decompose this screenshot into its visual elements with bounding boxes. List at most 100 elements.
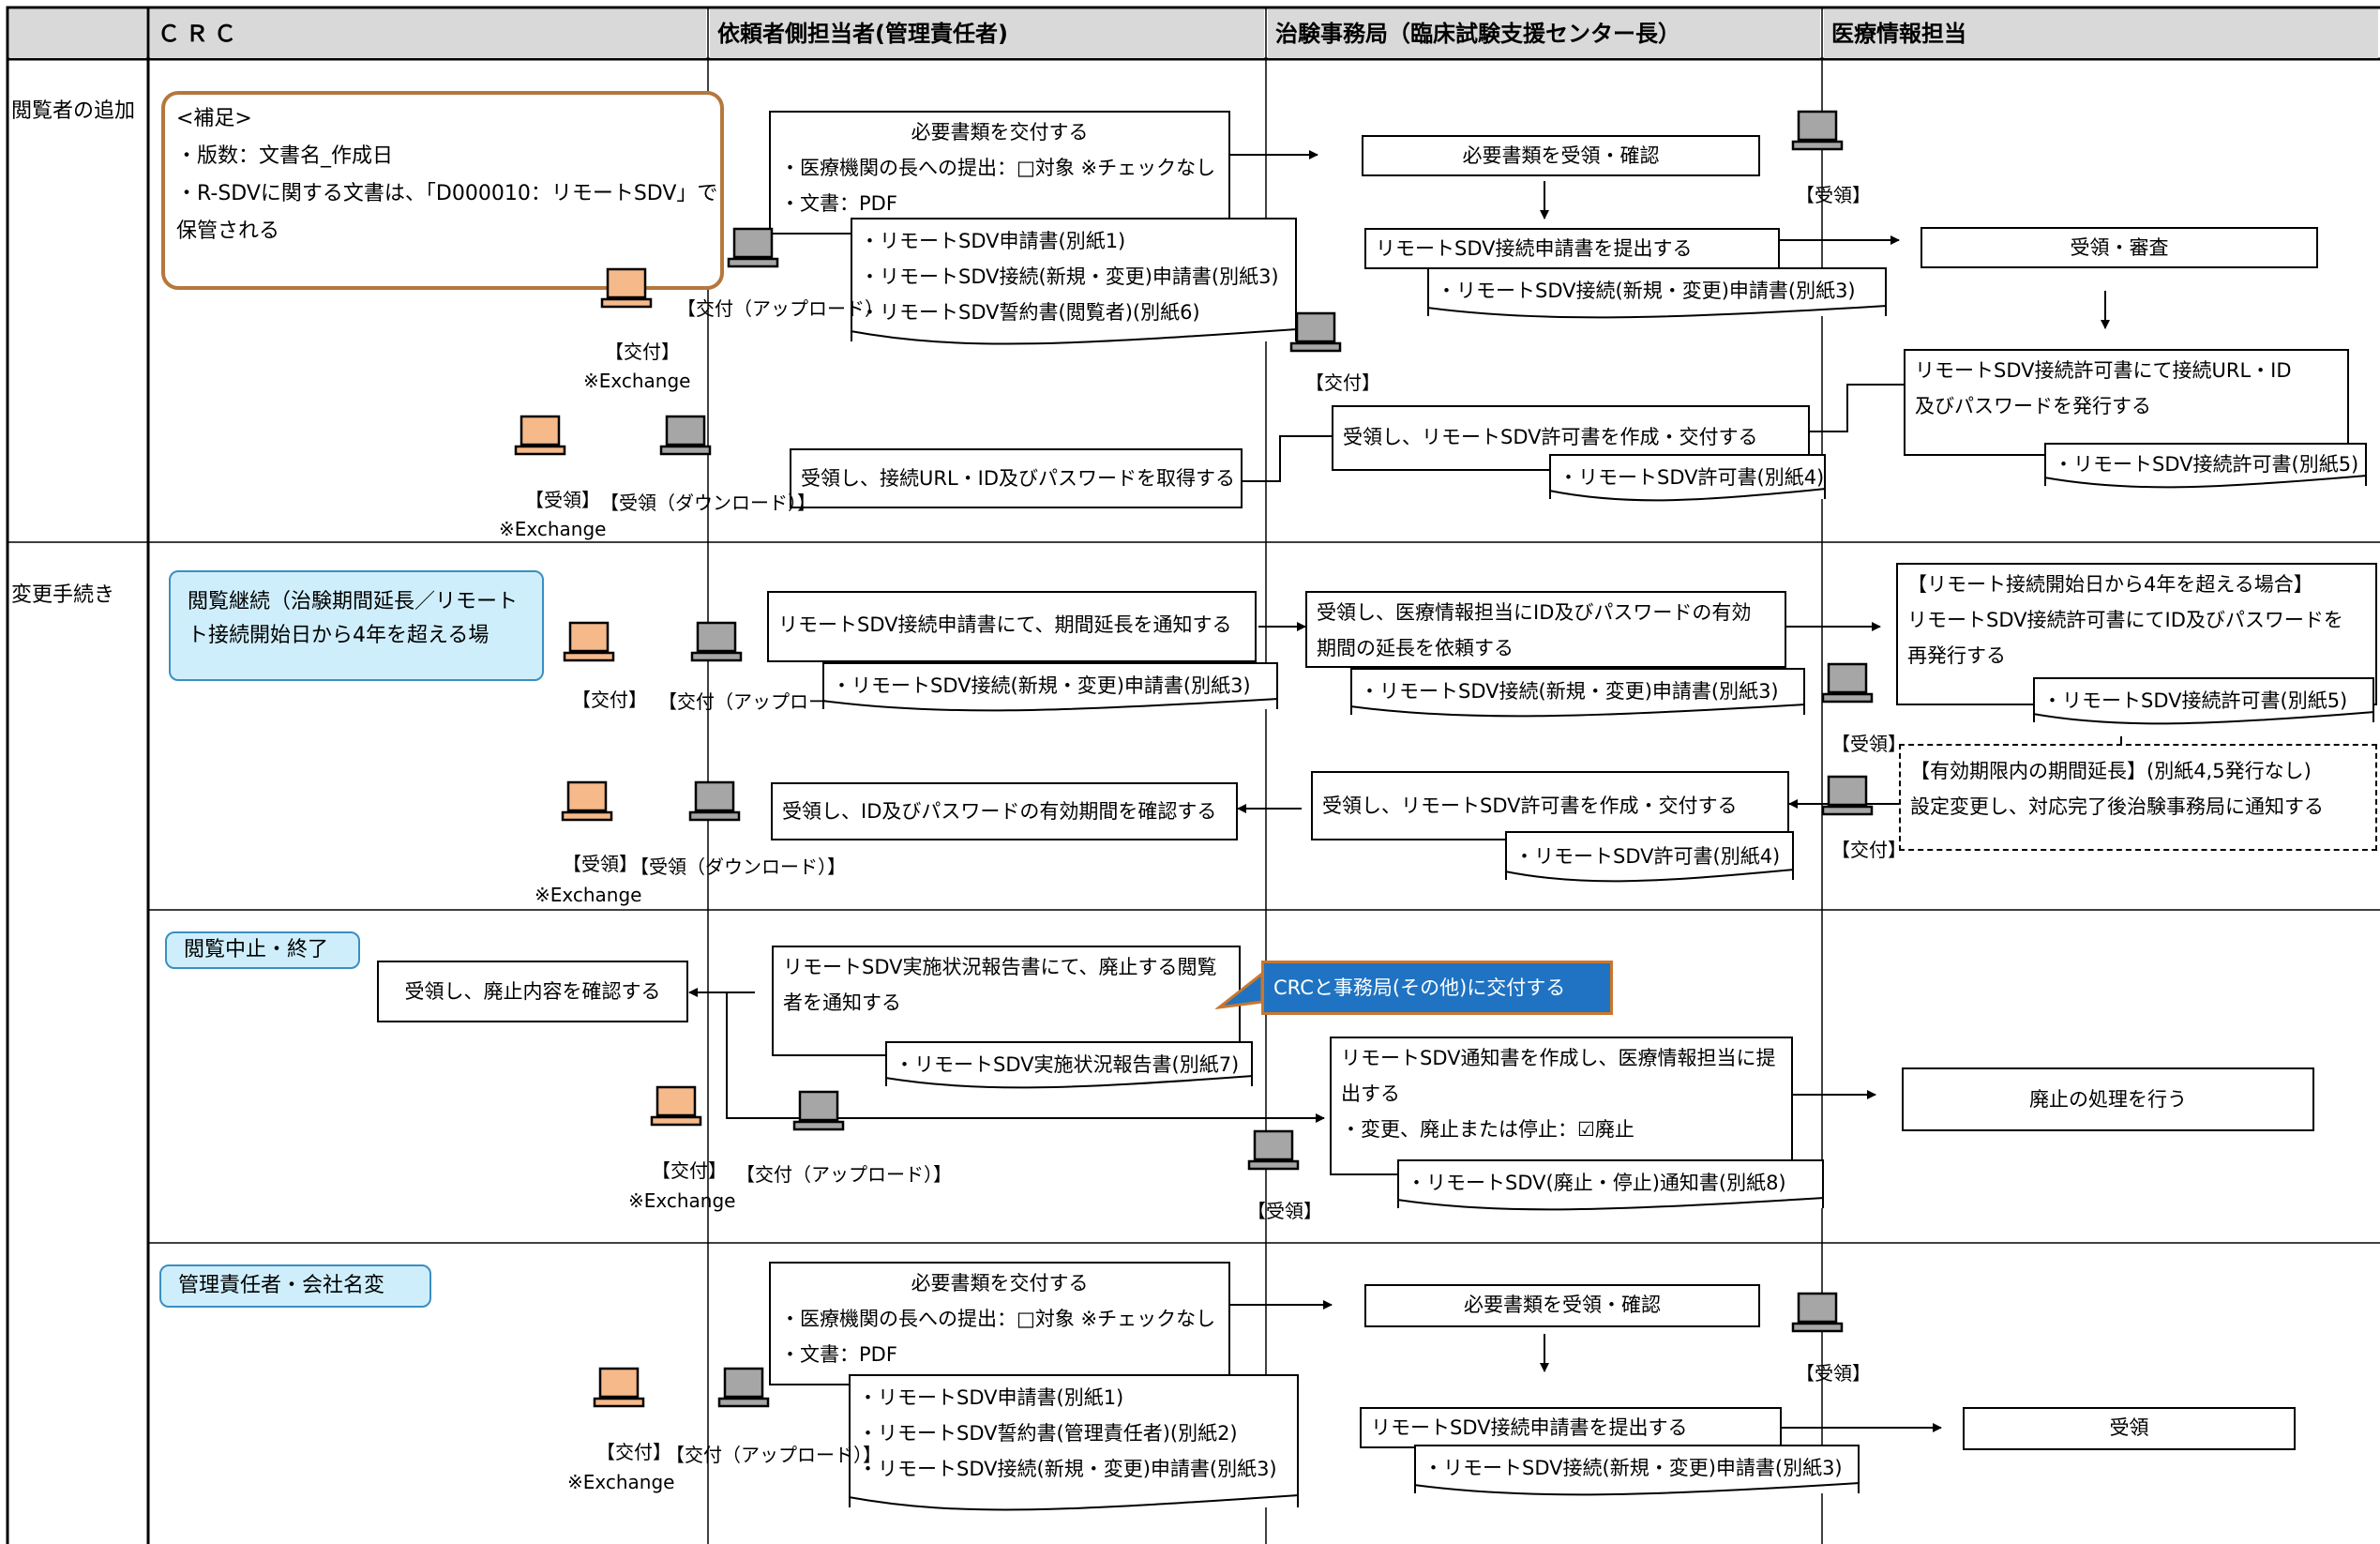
label-receive-medinfo: 【受領】 [1831, 733, 1906, 755]
doc-item: ・リモートSDV接続(新規・変更)申請書(別紙3) [1360, 680, 1779, 703]
header-blank [9, 9, 146, 58]
header-office: 治験事務局（臨床試験支援センター長） [1268, 9, 1820, 58]
submit-docs-line-3: ・文書：PDF [780, 1343, 897, 1366]
request-extension-box: 受領し、医療情報担当にID及びパスワードの有効 期間の延長を依頼する [1305, 591, 1786, 668]
doc-item: ・リモートSDV接続(新規・変更)申請書(別紙3) [1423, 1457, 1843, 1479]
laptop-gray-icon [1791, 110, 1844, 151]
pill-line-1: 閲覧継続（治験期間延長／リモート [188, 590, 519, 613]
label-deliver-upload: 【交付（アップロード）】 [736, 1163, 952, 1186]
notice-box: リモートSDV通知書を作成し、医療情報担当に提 出する ・変更、廃止または停止：… [1330, 1037, 1793, 1175]
doc-item: ・リモートSDV接続許可書(別紙5) [2042, 689, 2348, 712]
header-sponsor: 依頼者側担当者(管理責任者) [710, 9, 1264, 58]
issue-line-2: 及びパスワードを発行する [1915, 395, 2151, 417]
label-exchange: ※Exchange [583, 370, 691, 392]
laptop-gray-icon [1289, 311, 1342, 353]
note-line-3: ・R-SDVに関する文書は、「D000010：リモートSDV」で [176, 182, 718, 205]
submit-application-box: リモートSDV接続申請書を提出する [1364, 228, 1780, 269]
pill-continue-viewing: 閲覧継続（治験期間延長／リモート ト接続開始日から4年を超える場 [169, 570, 544, 681]
laptop-orange-icon [514, 415, 566, 456]
laptop-gray-icon [717, 1367, 770, 1408]
doc-item: ・リモートSDV接続(新規・変更)申請書(別紙3) [1437, 280, 1856, 302]
laptop-orange-icon [650, 1085, 702, 1127]
submit-docs-title: 必要書類を交付する [911, 1272, 1089, 1294]
doc-item: ・リモートSDV許可書(別紙4) [1514, 845, 1781, 868]
submit-docs-line-2: ・医療機関の長への提出：□対象 ※チェックなし [780, 157, 1216, 179]
laptop-orange-icon [563, 621, 615, 662]
label-deliver-upload: 【交付（アップロー [658, 690, 827, 713]
pill-line-2: ト接続開始日から4年を超える場 [188, 624, 490, 647]
laptop-gray-icon [690, 621, 743, 662]
label-exchange: ※Exchange [628, 1189, 736, 1212]
label-deliver-medinfo: 【交付】 [1831, 839, 1906, 861]
label-receive-download: 【受領（ダウンロード）】 [600, 492, 816, 514]
label-receive-medinfo: 【受領】 [1796, 184, 1871, 206]
label-deliver-office: 【交付】 [1305, 371, 1380, 394]
abolish-process-box: 廃止の処理を行う [1902, 1067, 2314, 1131]
notify-doc: ・リモートSDV接続(新規・変更)申請書(別紙3) [821, 662, 1279, 712]
request-line-1: 受領し、医療情報担当にID及びパスワードの有効 [1317, 601, 1752, 624]
laptop-gray-icon [792, 1090, 845, 1131]
label-deliver: 【交付】 [596, 1441, 671, 1463]
review-box: 受領・審査 [1921, 227, 2318, 268]
laptop-gray-icon [1247, 1129, 1300, 1171]
doc-item: ・リモートSDV(廃止・停止)通知書(別紙8) [1407, 1172, 1786, 1194]
submit-docs-box-2: 必要書類を交付する ・医療機関の長への提出：□対象 ※チェックなし ・文書：PD… [769, 1262, 1230, 1385]
report-line-2: 者を通知する [783, 991, 901, 1014]
status-report-doc: ・リモートSDV実施状況報告書(別紙7) [884, 1041, 1254, 1089]
section-change: 変更手続き [11, 583, 115, 607]
label-receive-download: 【受領（ダウンロード）】 [630, 855, 846, 878]
submit-docs-line-3: ・文書：PDF [780, 192, 897, 215]
pill-stop-end: 閲覧中止・終了 [165, 931, 360, 969]
note-line-2: ・版数：文書名_作成日 [176, 144, 394, 168]
notify-extension-box: リモートSDV接続申請書にて、期間延長を通知する [767, 591, 1257, 662]
doc-item: ・リモートSDV許可書(別紙4) [1559, 466, 1825, 489]
label-deliver-upload: 【交付（アップロード） [677, 297, 883, 320]
laptop-orange-icon [593, 1367, 645, 1408]
submit-docs-line-2: ・医療機関の長への提出：□対象 ※チェックなし [780, 1308, 1216, 1330]
label-receive: 【受領】 [525, 489, 600, 511]
label-deliver: 【交付】 [572, 689, 647, 711]
receive-confirm-box-2: 必要書類を受領・確認 [1364, 1284, 1760, 1327]
submit-application-box-2: リモートSDV接続申請書を提出する [1360, 1407, 1782, 1448]
submit-docs-list-2: ・リモートSDV申請書(別紙1) ・リモートSDV誓約書(管理責任者)(別紙2)… [848, 1374, 1300, 1511]
receive-confirm-box: 必要書類を受領・確認 [1362, 135, 1760, 176]
laptop-gray-icon [1821, 775, 1874, 816]
confirm-abolish-box: 受領し、廃止内容を確認する [377, 961, 688, 1022]
issue-credentials-box: リモートSDV接続許可書にて接続URL・ID 及びパスワードを発行する [1904, 349, 2349, 456]
permit4-doc-2: ・リモートSDV許可書(別紙4) [1504, 831, 1795, 883]
supplement-note: <補足> ・版数：文書名_作成日 ・R-SDVに関する文書は、「D000010：… [161, 91, 724, 290]
label-receive: 【受領】 [1247, 1200, 1322, 1222]
status-report-box: リモートSDV実施状況報告書にて、廃止する閲覧 者を通知する [772, 946, 1241, 1056]
create-permit-box-2: 受領し、リモートSDV許可書を作成・交付する [1311, 771, 1789, 840]
confirm-validity-box: 受領し、ID及びパスワードの有効期間を確認する [771, 782, 1238, 840]
laptop-orange-icon [561, 780, 613, 822]
label-deliver: 【交付】 [605, 341, 680, 363]
note-line-4: 保管される [176, 219, 280, 243]
notice-line-3: ・変更、廃止または停止：☑廃止 [1341, 1118, 1634, 1141]
label-deliver-upload: 【交付（アップロード）】 [666, 1444, 881, 1466]
permit5-doc: ・リモートSDV接続許可書(別紙5) [2043, 443, 2368, 489]
label-receive: 【受領】 [563, 853, 638, 875]
within-line-1: 【有効期限内の期間延長】(別紙4,5発行なし) [1910, 760, 2312, 782]
notice-doc: ・リモートSDV(廃止・停止)通知書(別紙8) [1396, 1159, 1825, 1211]
submit-docs-box: 必要書類を交付する ・医療機関の長への提出：□対象 ※チェックなし ・文書：PD… [769, 111, 1230, 235]
notice-line-2: 出する [1341, 1082, 1400, 1105]
permit4-doc: ・リモートSDV許可書(別紙4) [1548, 454, 1827, 502]
application-doc: ・リモートSDV接続(新規・変更)申請書(別紙3) [1426, 267, 1888, 319]
notice-line-1: リモートSDV通知書を作成し、医療情報担当に提 [1341, 1047, 1776, 1069]
label-exchange: ※Exchange [567, 1471, 675, 1493]
application-doc-2: ・リモートSDV接続(新規・変更)申請書(別紙3) [1413, 1445, 1860, 1496]
label-deliver: 【交付】 [652, 1159, 727, 1182]
laptop-orange-icon [600, 267, 653, 309]
doc-item: ・リモートSDV接続(新規・変更)申請書(別紙3) [860, 265, 1279, 288]
label-exchange: ※Exchange [535, 884, 642, 906]
get-credentials-box: 受領し、接続URL・ID及びパスワードを取得する [790, 448, 1243, 508]
note-line-1: <補足> [176, 107, 252, 130]
callout-deliver-crc-office: CRCと事務局(その他)に交付する [1261, 961, 1613, 1015]
doc-item: ・リモートSDV申請書(別紙1) [858, 1386, 1124, 1409]
doc-item: ・リモートSDV接続(新規・変更)申請書(別紙3) [832, 674, 1251, 697]
label-exchange-2: ※Exchange [499, 518, 607, 540]
laptop-gray-icon [727, 227, 779, 268]
